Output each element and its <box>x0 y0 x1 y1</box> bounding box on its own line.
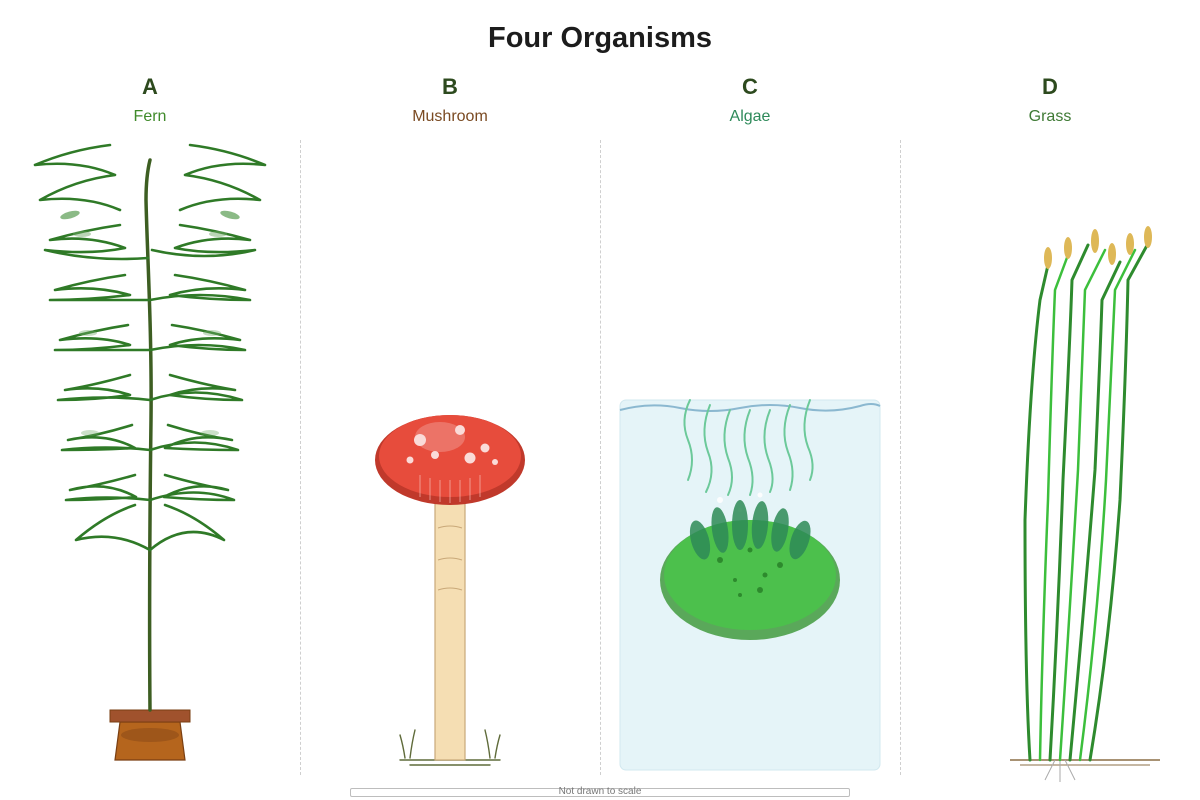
mushroom-illustration <box>375 415 525 766</box>
algae-mat <box>660 500 840 640</box>
column-divider-1 <box>300 140 301 775</box>
grass-ground <box>1010 759 1160 782</box>
fern-fronds <box>33 143 267 552</box>
grass-seed-heads <box>1044 226 1152 269</box>
mushroom-stem <box>434 489 466 761</box>
fern-illustration <box>33 143 267 761</box>
scale-note: Not drawn to scale <box>558 786 642 797</box>
organism-c-header: C Algae <box>600 74 900 126</box>
fern-leaf-highlights <box>60 210 240 436</box>
organism-d-header: D Grass <box>900 74 1200 126</box>
fern-stem <box>144 158 153 712</box>
grass-illustration <box>1010 226 1160 782</box>
organism-b-letter: B <box>442 74 458 99</box>
organism-c-name: Algae <box>729 108 771 125</box>
organism-a-name: Fern <box>133 108 167 125</box>
column-divider-3 <box>900 140 901 775</box>
water-surface <box>619 403 881 412</box>
fern-pot <box>109 709 191 761</box>
organism-a-header: A Fern <box>0 74 300 126</box>
grass-blades <box>1023 238 1152 762</box>
mushroom-cap <box>375 415 525 505</box>
mushroom-spots <box>406 425 498 465</box>
algae-cells <box>717 547 783 597</box>
organism-c-letter: C <box>742 74 758 99</box>
algae-strands <box>683 399 814 496</box>
scale-note-box <box>350 788 850 797</box>
diagram-title: Four Organisms <box>488 22 712 54</box>
organism-b-header: B Mushroom <box>300 74 600 126</box>
column-divider-2 <box>600 140 601 775</box>
algae-illustration <box>619 399 881 771</box>
organism-b-name: Mushroom <box>412 108 488 125</box>
organism-d-name: Grass <box>1028 108 1072 125</box>
organism-a-letter: A <box>142 74 158 99</box>
organism-d-letter: D <box>1042 74 1058 99</box>
